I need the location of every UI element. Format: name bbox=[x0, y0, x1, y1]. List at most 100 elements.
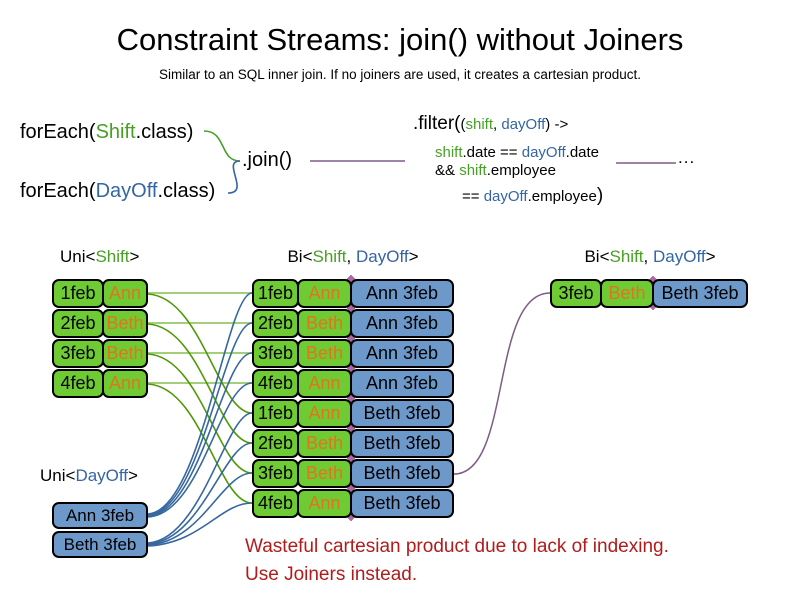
shift-class-token: Shift bbox=[95, 121, 136, 143]
header-text: > bbox=[129, 247, 140, 266]
bi-row: 1feb Ann Ann 3feb bbox=[252, 279, 454, 308]
code-text: .date bbox=[565, 144, 600, 161]
code-text: .date == bbox=[462, 144, 522, 161]
shift-to-bi-curve bbox=[147, 383, 253, 504]
bi-shift-date-cell: 1feb bbox=[252, 279, 299, 308]
bi-dayoff-cell: Ann 3feb bbox=[350, 369, 454, 398]
header-shift-token: Shift bbox=[312, 247, 347, 266]
bi-shift-employee-cell: Beth bbox=[297, 309, 352, 338]
bi-mid-header: Bi<Shift, DayOff> bbox=[252, 247, 454, 267]
bi-row: 4feb Ann Ann 3feb bbox=[252, 369, 454, 398]
shift-employee-cell: Beth bbox=[102, 309, 148, 338]
bi-dayoff-cell: Ann 3feb bbox=[350, 339, 454, 368]
code-text: forEach( bbox=[20, 180, 96, 202]
bi-shift-employee-cell: Beth bbox=[600, 279, 654, 308]
dayoff-to-bi-curve bbox=[147, 412, 253, 544]
shift-employee-cell: Beth bbox=[102, 339, 148, 368]
shift-var-token: shift bbox=[435, 144, 463, 161]
bi-shift-date-cell: 2feb bbox=[252, 429, 299, 458]
bi-filtered-row: 3feb Beth Beth 3feb bbox=[550, 279, 748, 308]
bi-shift-date-cell: 3feb bbox=[252, 459, 299, 488]
shift-employee-cell: Ann bbox=[102, 369, 148, 398]
shift-to-bi-curve bbox=[147, 293, 253, 414]
dayoff-to-bi-curve bbox=[147, 352, 253, 517]
code-text: .employee bbox=[527, 188, 597, 205]
shift-date-cell: 2feb bbox=[52, 309, 104, 338]
shift-row: 4feb Ann bbox=[52, 369, 148, 398]
bi-row: 3feb Beth Beth 3feb bbox=[252, 459, 454, 488]
bi-row: 2feb Beth Ann 3feb bbox=[252, 309, 454, 338]
shift-stream-brace-line bbox=[203, 130, 241, 162]
shift-date-cell: 3feb bbox=[52, 339, 104, 368]
uni-dayoff-header: Uni<DayOff> bbox=[40, 466, 138, 486]
bi-shift-date-cell: 4feb bbox=[252, 489, 299, 518]
code-filter-line3: && shift.employee bbox=[435, 162, 556, 179]
shift-row: 3feb Beth bbox=[52, 339, 148, 368]
bi-shift-date-cell: 3feb bbox=[550, 279, 602, 308]
dayoff-to-bi-curve bbox=[147, 472, 253, 546]
dayoff-box: Beth 3feb bbox=[52, 531, 148, 558]
code-text: && bbox=[435, 162, 460, 179]
bi-dayoff-cell: Beth 3feb bbox=[350, 399, 454, 428]
code-foreach-dayoff: forEach(DayOff.class) bbox=[20, 180, 215, 203]
dayoff-to-bi-curve bbox=[147, 502, 253, 547]
bi-row: 2feb Beth Beth 3feb bbox=[252, 429, 454, 458]
code-ellipsis: ... bbox=[678, 148, 696, 167]
code-text: , bbox=[493, 116, 502, 133]
dayoff-box: Ann 3feb bbox=[52, 502, 148, 529]
bi-dayoff-cell: Beth 3feb bbox=[350, 489, 454, 518]
code-text: .class) bbox=[157, 180, 216, 202]
code-filter-line1: .filter((shift, dayOff) -> bbox=[413, 113, 568, 135]
header-dayoff-token: DayOff bbox=[75, 466, 129, 485]
header-text: > bbox=[128, 466, 138, 485]
bi-right-header: Bi<Shift, DayOff> bbox=[550, 247, 750, 267]
header-text: Uni< bbox=[60, 247, 96, 266]
bi-shift-employee-cell: Ann bbox=[297, 369, 352, 398]
bi-dayoff-cell: Ann 3feb bbox=[350, 309, 454, 338]
code-filter-line2: shift.date == dayOff.date bbox=[435, 144, 599, 161]
bi-row: 3feb Beth Ann 3feb bbox=[252, 339, 454, 368]
header-text: , bbox=[346, 247, 356, 266]
code-text: forEach( bbox=[20, 121, 96, 143]
dayoff-var-token: dayOff bbox=[501, 116, 546, 133]
header-text: , bbox=[643, 247, 653, 266]
bi-shift-employee-cell: Ann bbox=[297, 489, 352, 518]
code-foreach-shift: forEach(Shift.class) bbox=[20, 121, 193, 144]
header-dayoff-token: DayOff bbox=[653, 247, 706, 266]
dayoff-to-bi-curve bbox=[147, 382, 253, 518]
header-shift-token: Shift bbox=[95, 247, 130, 266]
header-text: Bi< bbox=[584, 247, 610, 266]
bi-shift-employee-cell: Beth bbox=[297, 429, 352, 458]
shift-to-bi-curve bbox=[147, 353, 253, 474]
code-text: ( bbox=[460, 116, 466, 133]
bi-dayoff-cell: Ann 3feb bbox=[350, 279, 454, 308]
shift-row: 1feb Ann bbox=[52, 279, 148, 308]
bi-shift-employee-cell: Ann bbox=[297, 399, 352, 428]
warning-line2: Use Joiners instead. bbox=[245, 564, 418, 585]
bi-shift-employee-cell: Beth bbox=[297, 339, 352, 368]
bi-dayoff-cell: Beth 3feb bbox=[652, 279, 748, 308]
header-text: Uni< bbox=[40, 466, 76, 485]
code-text: ) -> bbox=[545, 116, 569, 133]
header-shift-token: Shift bbox=[609, 247, 644, 266]
bi-shift-date-cell: 1feb bbox=[252, 399, 299, 428]
code-join: .join() bbox=[242, 149, 293, 171]
shift-var-token: shift bbox=[465, 116, 494, 133]
page-subtitle: Similar to an SQL inner join. If no join… bbox=[159, 67, 641, 82]
bi-shift-employee-cell: Ann bbox=[297, 279, 352, 308]
bi-to-filtered-curve bbox=[453, 292, 551, 475]
bi-dayoff-cell: Beth 3feb bbox=[350, 429, 454, 458]
uni-shift-header: Uni<Shift> bbox=[60, 247, 139, 267]
shift-var-token: shift bbox=[459, 162, 487, 179]
shift-date-cell: 4feb bbox=[52, 369, 104, 398]
warning-line1: Wasteful cartesian product due to lack o… bbox=[245, 536, 669, 557]
bi-shift-date-cell: 2feb bbox=[252, 309, 299, 338]
dayoff-to-bi-curve bbox=[147, 322, 253, 516]
dayoff-stream-brace-line bbox=[227, 160, 241, 194]
code-text: .employee bbox=[486, 162, 556, 179]
dayoff-to-bi-curve bbox=[147, 442, 253, 545]
header-text: > bbox=[408, 247, 419, 266]
dayoff-var-token: dayOff bbox=[521, 144, 566, 161]
header-text: > bbox=[705, 247, 716, 266]
